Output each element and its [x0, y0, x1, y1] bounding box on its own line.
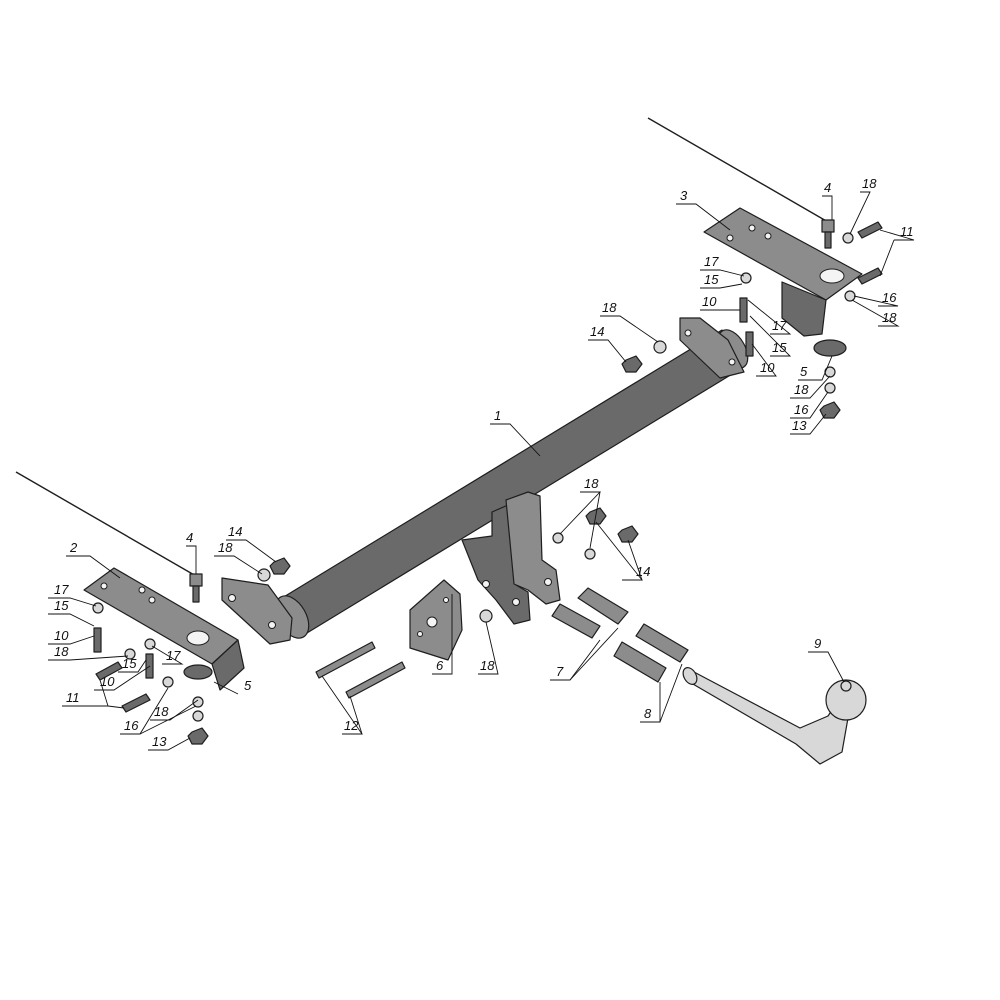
callout-12: 12 [344, 718, 359, 733]
callout-18-d: 18 [584, 476, 599, 491]
leader-lines [48, 191, 915, 751]
callout-10-b: 10 [100, 674, 115, 689]
callout-14-b: 14 [590, 324, 604, 339]
callout-3: 3 [680, 188, 688, 203]
callout-18-g: 18 [862, 176, 877, 191]
hardware [92, 219, 883, 745]
callout-labels: 1 2 3 4 4 5 5 6 7 8 9 10 10 10 10 11 11 … [54, 176, 914, 749]
callout-10-c: 10 [702, 294, 717, 309]
callout-15-b: 15 [122, 656, 137, 671]
callout-5-right: 5 [800, 364, 808, 379]
callout-18-b: 18 [602, 300, 617, 315]
callout-16-c: 16 [882, 290, 897, 305]
callout-15-a: 15 [54, 598, 69, 613]
callout-17-d: 17 [772, 318, 787, 333]
left-side-bracket [83, 567, 245, 691]
callout-18-e: 18 [54, 644, 69, 659]
callout-17-b: 17 [166, 648, 181, 663]
callout-1: 1 [494, 408, 501, 423]
callout-16-a: 16 [124, 718, 139, 733]
callout-10-a: 10 [54, 628, 69, 643]
callout-2: 2 [69, 540, 78, 555]
callout-4-left: 4 [186, 530, 193, 545]
cross-beam [221, 317, 749, 645]
callout-4-right: 4 [824, 180, 831, 195]
callout-18-h: 18 [882, 310, 897, 325]
right-rod [647, 117, 829, 223]
callout-15-c: 15 [704, 272, 719, 287]
callout-5-left: 5 [244, 678, 252, 693]
callout-18-f: 18 [154, 704, 169, 719]
callout-8: 8 [644, 706, 652, 721]
callout-6: 6 [436, 658, 444, 673]
callout-9: 9 [814, 636, 821, 651]
left-rod [15, 471, 197, 577]
callout-17-c: 17 [704, 254, 719, 269]
callout-15-d: 15 [772, 340, 787, 355]
center-bracket [461, 491, 561, 625]
spacer-plates-7 [551, 587, 629, 639]
callout-13-left: 13 [152, 734, 167, 749]
callout-14-a: 14 [228, 524, 242, 539]
callout-16-b: 16 [794, 402, 809, 417]
callout-18-a: 18 [218, 540, 233, 555]
callout-18-i: 18 [794, 382, 809, 397]
spacer-plates-8 [613, 623, 689, 683]
callout-7: 7 [556, 664, 564, 679]
socket-plate [409, 579, 463, 661]
callout-11-right: 11 [900, 224, 914, 239]
right-side-bracket [703, 207, 863, 337]
callout-14-c: 14 [636, 564, 650, 579]
callout-17-a: 17 [54, 582, 69, 597]
callout-10-d: 10 [760, 360, 775, 375]
callout-18-c: 18 [480, 658, 495, 673]
tow-ball [682, 667, 867, 765]
callout-11-left: 11 [66, 690, 80, 705]
callout-13-right: 13 [792, 418, 807, 433]
